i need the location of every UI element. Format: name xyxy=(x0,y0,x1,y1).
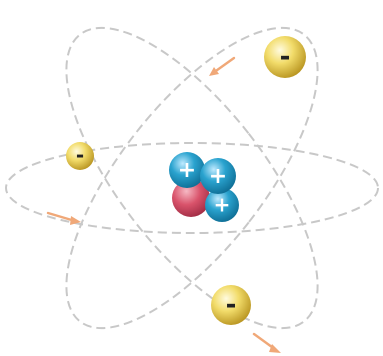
electron-sign: - xyxy=(226,290,237,320)
electron-sign: - xyxy=(280,42,291,72)
electron-top-right: - xyxy=(264,36,306,78)
proton-sign: + xyxy=(209,164,227,189)
proton-sign: + xyxy=(178,158,196,183)
proton-sign: + xyxy=(214,193,231,217)
electron-left: - xyxy=(66,142,94,170)
arrow-bottom-right xyxy=(254,334,281,353)
arrow-left xyxy=(48,213,81,225)
electron-sign: - xyxy=(76,143,84,167)
arrow-top-right xyxy=(209,58,234,76)
electron-bottom: - xyxy=(211,285,251,325)
proton: + xyxy=(169,152,205,188)
proton: + xyxy=(200,158,236,194)
nucleus: + + + xyxy=(169,152,239,222)
